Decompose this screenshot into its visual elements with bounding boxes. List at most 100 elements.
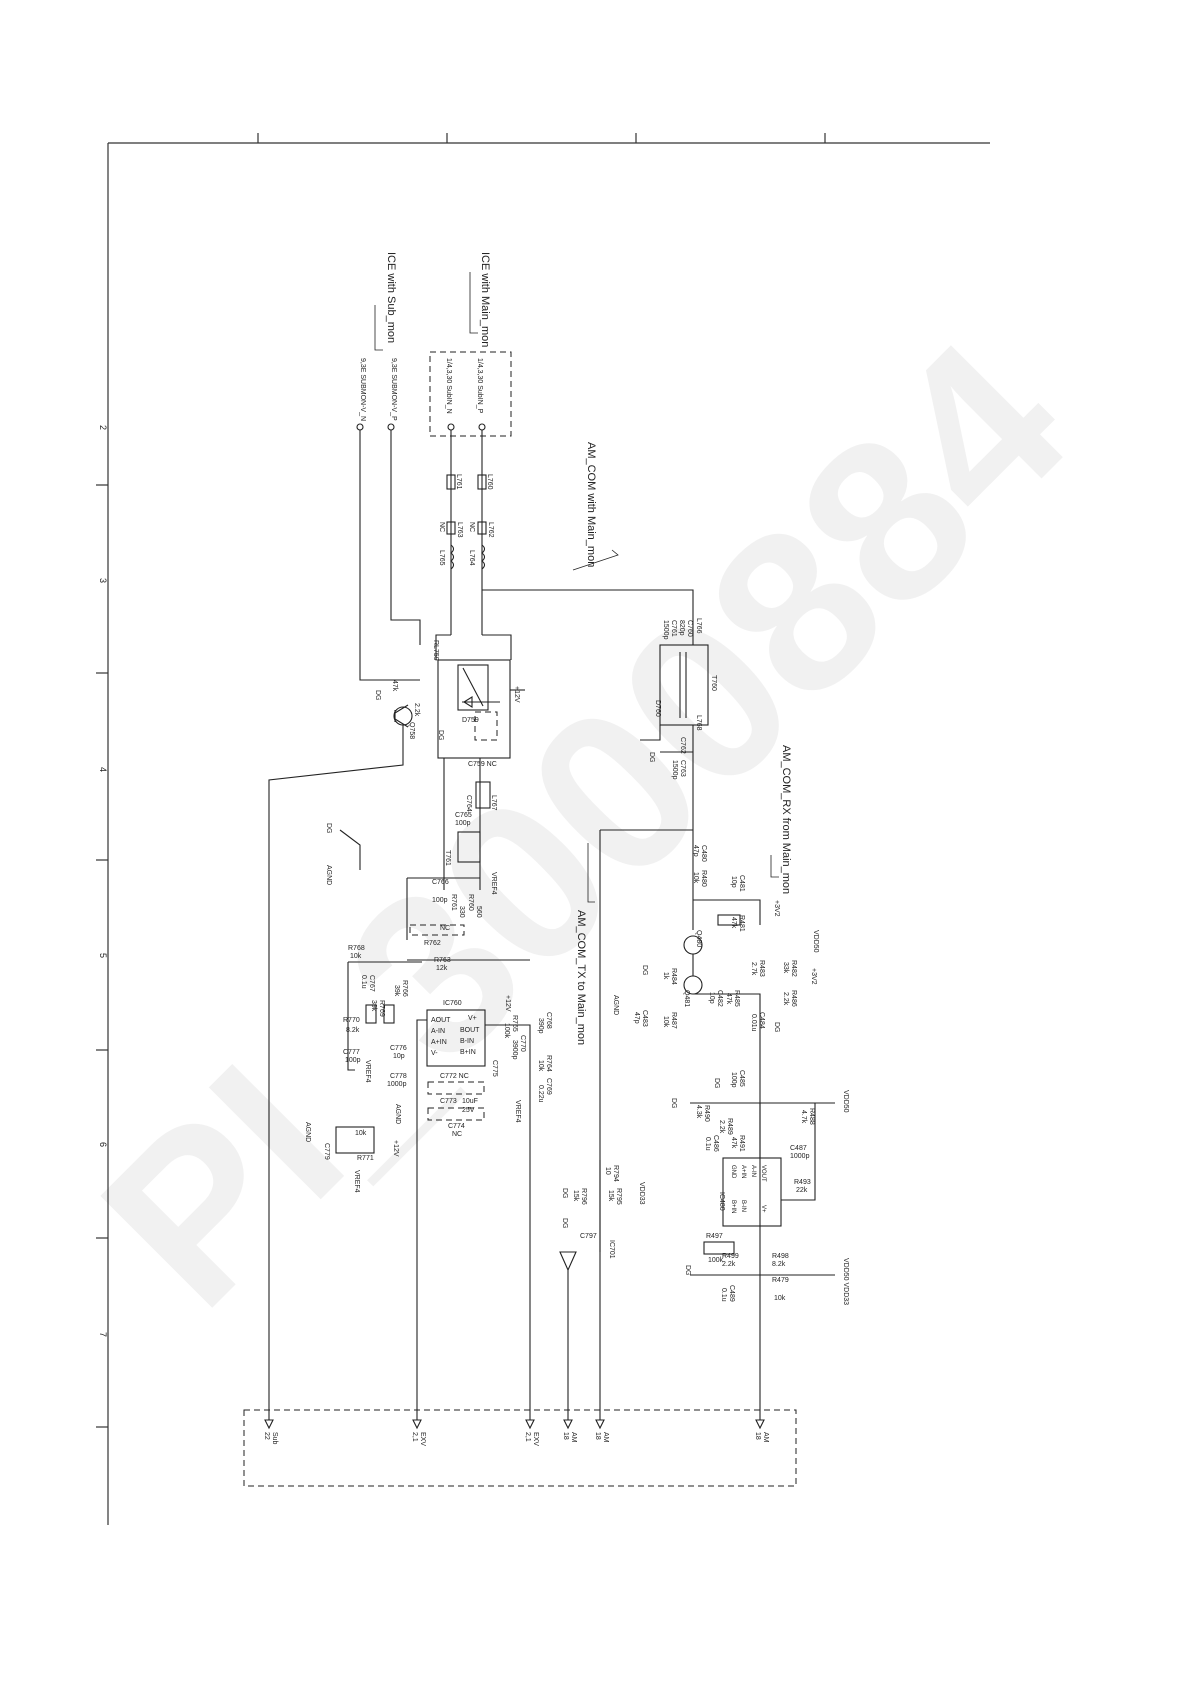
part-label: C762 (679, 737, 686, 754)
part-label: C768 (545, 1012, 552, 1029)
part-label: DG (374, 690, 381, 701)
part-label: R486 (790, 990, 797, 1007)
part-label: 47k (730, 917, 737, 929)
input-wiring: L760 L761 L762 L763 NC NC L764 L765 (359, 430, 694, 681)
part-label: 47p (633, 1012, 640, 1024)
part-label: R769 (378, 1000, 385, 1017)
part-label: 10p (730, 876, 737, 888)
part-label: 8.2k (772, 1261, 786, 1268)
part-label: 25V (462, 1107, 475, 1114)
part-label: R480 (700, 870, 707, 887)
part-label: R483 (758, 960, 765, 977)
part-label: R498 (772, 1253, 789, 1260)
part-label: 47p (692, 845, 699, 857)
part-label: C779 (323, 1143, 330, 1160)
row-number: 4 (98, 767, 108, 772)
part-label: R770 (343, 1017, 360, 1024)
row-numbers: 2 3 4 5 6 7 (98, 425, 108, 1337)
part-label: L768 (695, 715, 702, 731)
part-label: L766 (695, 618, 702, 634)
pin-label: AOUT (431, 1017, 451, 1024)
part-label: 390p (537, 1018, 544, 1034)
part-label: 2.7k (750, 962, 757, 976)
bottom-connector: Sub 22 EXV 2,1 EXV 2,1 AM 18 AM 18 AM 18 (243, 1409, 797, 1487)
part-label: R794 (612, 1165, 619, 1182)
part-label: 47k (391, 680, 398, 692)
part-label: DG (437, 730, 444, 741)
part-label: 2.2k (718, 1120, 725, 1134)
part-label: C772 NC (440, 1073, 469, 1080)
part-label: 10k (355, 1130, 367, 1137)
part-label: 10k (537, 1060, 544, 1072)
part-label: R497 (706, 1233, 723, 1240)
part-label: C483 (641, 1010, 648, 1027)
part-label: 22k (796, 1187, 808, 1194)
part-label: L767 (490, 795, 497, 811)
part-label: DG (773, 1022, 780, 1033)
page-frame (96, 133, 990, 1525)
part-label: DG (713, 1078, 720, 1089)
pin-label: V+ (760, 1205, 766, 1213)
input-network: R768 10k R763 12k R766 39k C767 0.1u R76… (343, 945, 451, 1088)
part-label: +12V (504, 995, 511, 1012)
part-label: VDD50 (842, 1090, 849, 1113)
part-label: 2.2k (413, 703, 420, 717)
connector-pin-label: 2,1 (411, 1432, 418, 1442)
pin-label: B-IN (460, 1038, 474, 1045)
pin-label: VOUT (760, 1165, 766, 1182)
part-label: C480 (700, 845, 707, 862)
part-label: AGND (612, 995, 619, 1015)
connector-pin-label: AM (762, 1432, 769, 1443)
part-label: +12V (392, 1140, 399, 1157)
connector-pin-label: AM (570, 1432, 577, 1443)
part-label: C487 (790, 1145, 807, 1152)
row-number: 6 (98, 1142, 108, 1147)
part-label: R481 (738, 915, 745, 932)
part-label: R493 (794, 1179, 811, 1186)
part-label: 0.22u (537, 1085, 544, 1103)
part-label: DG (670, 1098, 677, 1109)
part-label: 10 (604, 1167, 611, 1175)
pin-label: A-IN (431, 1028, 445, 1035)
part-label: C777 (343, 1049, 360, 1056)
pin-label: B+IN (730, 1200, 736, 1214)
part-label: 10k (692, 872, 699, 884)
annotation-amcom-main: AM_COM with Main_mon (585, 442, 597, 567)
part-label: R485 (733, 990, 740, 1007)
part-label: C486 (712, 1135, 719, 1152)
part-label: C482 (716, 990, 723, 1007)
part-label: L763 (456, 522, 463, 538)
part-label: C776 (390, 1045, 407, 1052)
part-label: L764 (468, 550, 475, 566)
part-label: C769 (545, 1078, 552, 1095)
part-label: 39k (370, 1000, 377, 1012)
transformer-t760: T760 L766 C760 820p C761 1500p D760 L768… (640, 618, 717, 930)
part-label: R482 (790, 960, 797, 977)
row-number: 3 (98, 578, 108, 583)
part-label: C764 (465, 795, 472, 812)
part-label: D759 (462, 717, 479, 724)
part-label: 820p (678, 620, 685, 636)
part-label: VDD33 (638, 1182, 645, 1205)
part-label: DG (561, 1188, 568, 1199)
part-label: 100p (455, 820, 471, 827)
part-label: 47k (725, 993, 732, 1005)
part-label: NC (438, 522, 445, 532)
part-label: R764 (545, 1055, 552, 1072)
part-label: IC480 (718, 1192, 725, 1211)
part-label: C485 (738, 1070, 745, 1087)
part-label: R488 (808, 1108, 815, 1125)
part-label: R487 (670, 1012, 677, 1029)
pin-label: BOUT (460, 1027, 480, 1034)
part-label: R762 (424, 940, 441, 947)
part-label: 12k (436, 965, 448, 972)
part-label: C797 (580, 1233, 597, 1240)
part-label: 10k (774, 1295, 786, 1302)
connector-pin-label: 2,1 (524, 1432, 531, 1442)
part-label: C489 (728, 1285, 735, 1302)
part-label: 10k (662, 1016, 669, 1028)
connector-pin-label: Sub (271, 1432, 278, 1445)
part-label: NC (440, 925, 450, 932)
part-label: 0.01u (750, 1014, 757, 1032)
